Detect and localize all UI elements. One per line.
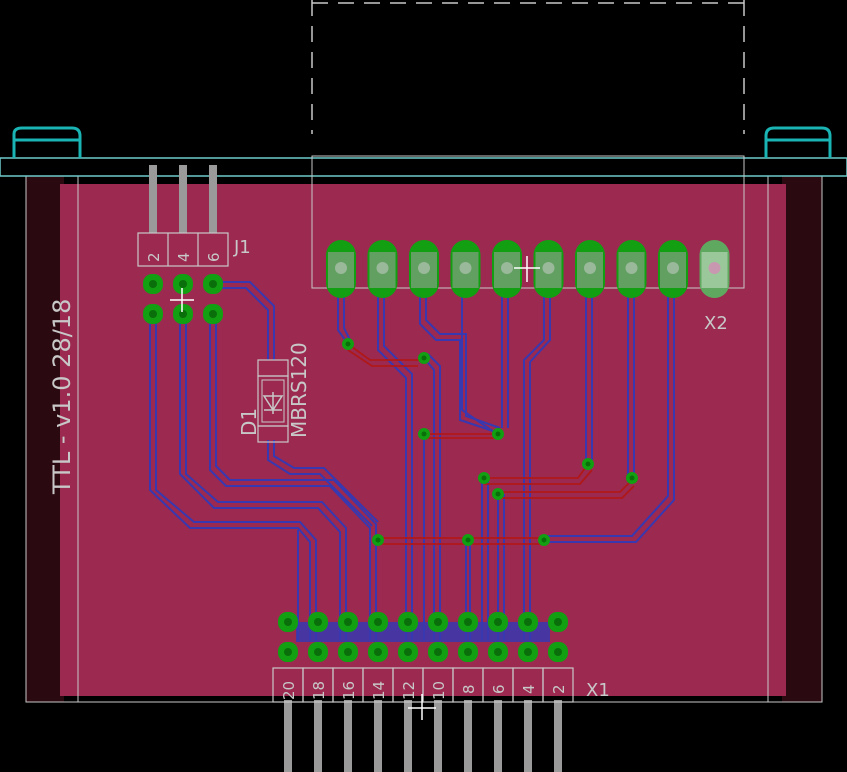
via	[418, 428, 430, 440]
board-version-text: TTL - v1.0 28/18	[48, 299, 76, 495]
x1-pin	[554, 700, 562, 772]
j1-pad	[143, 304, 163, 324]
d1-value: MBRS120	[287, 342, 311, 438]
via	[418, 352, 430, 364]
j1-pad	[203, 304, 223, 324]
x2-pad	[367, 240, 398, 298]
x1-pins	[284, 700, 562, 772]
x1-pad	[338, 612, 358, 632]
x1-pad	[278, 642, 298, 662]
x2-pad	[533, 240, 564, 298]
j1-pad	[143, 274, 163, 294]
x1-pin-labels: 20 18 16 14 12 10 8 6 4 2	[280, 681, 568, 700]
via	[626, 472, 638, 484]
x1-pad	[308, 642, 328, 662]
x2-designator: X2	[704, 313, 728, 334]
x2-pad	[575, 240, 605, 298]
x1-pin-label: 20	[280, 681, 298, 700]
x1-pads	[278, 612, 568, 662]
x1-pad	[548, 642, 568, 662]
x1-pad	[428, 612, 448, 632]
x1-pin-label: 10	[430, 681, 448, 700]
x2-pad	[326, 240, 356, 298]
x1-pad	[518, 642, 538, 662]
left-edge-panel	[26, 176, 64, 702]
x1-fanout-band	[296, 622, 550, 642]
x1-pad	[548, 612, 568, 632]
x1-pin-label: 12	[400, 681, 418, 700]
j1-pin-label: 2	[145, 252, 163, 262]
x1-pin-label: 8	[460, 684, 478, 694]
via	[478, 472, 490, 484]
via	[582, 458, 594, 470]
x1-pin-label: 14	[370, 681, 388, 700]
j1-pins	[149, 165, 217, 233]
x2-keepout-outline	[311, 0, 745, 134]
x1-pad	[488, 612, 508, 632]
bottom-layer-traces	[149, 281, 675, 640]
x1-pad	[458, 642, 478, 662]
x1-pin-label: 18	[310, 681, 328, 700]
x1-pin-label: 6	[490, 684, 508, 694]
j1-label-box	[137, 232, 229, 267]
j1-pad	[203, 274, 223, 294]
origin-crosshairs	[170, 256, 540, 720]
j1-pad	[173, 304, 193, 324]
via	[342, 338, 354, 350]
left-mount-clip	[12, 126, 82, 158]
x1-pad	[458, 612, 478, 632]
x1-label-box	[272, 667, 574, 703]
x1-pad	[368, 612, 388, 632]
x1-pin-label: 4	[520, 684, 538, 694]
x1-pad	[308, 612, 328, 632]
via	[462, 534, 474, 546]
j1-pin-label: 6	[205, 252, 223, 262]
x1-pin	[404, 700, 412, 772]
x1-pad	[398, 612, 418, 632]
x2-pads	[326, 240, 730, 298]
x2-pad	[658, 240, 688, 298]
d1-designator: D1	[237, 408, 261, 436]
x1-pad	[338, 642, 358, 662]
x1-pad	[278, 612, 298, 632]
via	[492, 428, 504, 440]
j1-pad	[173, 274, 193, 294]
x1-pin-label: 16	[340, 681, 358, 700]
right-edge-panel	[782, 176, 822, 702]
via	[538, 534, 550, 546]
x1-pad	[488, 642, 508, 662]
diode-d1	[257, 359, 289, 443]
x1-pad	[398, 642, 418, 662]
x2-pad	[699, 240, 730, 298]
x1-pin	[464, 700, 472, 772]
x1-pad	[518, 612, 538, 632]
j1-pads	[143, 274, 223, 324]
x1-pad	[428, 642, 448, 662]
x2-pad	[409, 240, 439, 298]
x1-pin-label: 2	[550, 684, 568, 694]
x1-pad	[368, 642, 388, 662]
x2-pad	[616, 240, 647, 298]
x1-pin	[344, 700, 352, 772]
x2-pad	[492, 240, 522, 298]
vias	[342, 338, 638, 546]
x1-pin	[284, 700, 292, 772]
x2-body-outline	[311, 155, 745, 289]
top-rail-outline	[0, 157, 847, 177]
x1-pin-box	[542, 667, 574, 703]
via	[492, 488, 504, 500]
x1-pin	[314, 700, 322, 772]
via	[372, 534, 384, 546]
j1-pin-labels: 2 4 6	[145, 252, 223, 262]
x1-pin	[494, 700, 502, 772]
j1-pin-label: 4	[175, 252, 193, 262]
j1-designator: J1	[233, 237, 251, 258]
x1-designator: X1	[586, 680, 610, 701]
x1-pin	[524, 700, 532, 772]
x1-pin	[434, 700, 442, 772]
x1-pin	[374, 700, 382, 772]
x2-pad	[450, 240, 481, 298]
right-mount-clip	[764, 126, 832, 158]
